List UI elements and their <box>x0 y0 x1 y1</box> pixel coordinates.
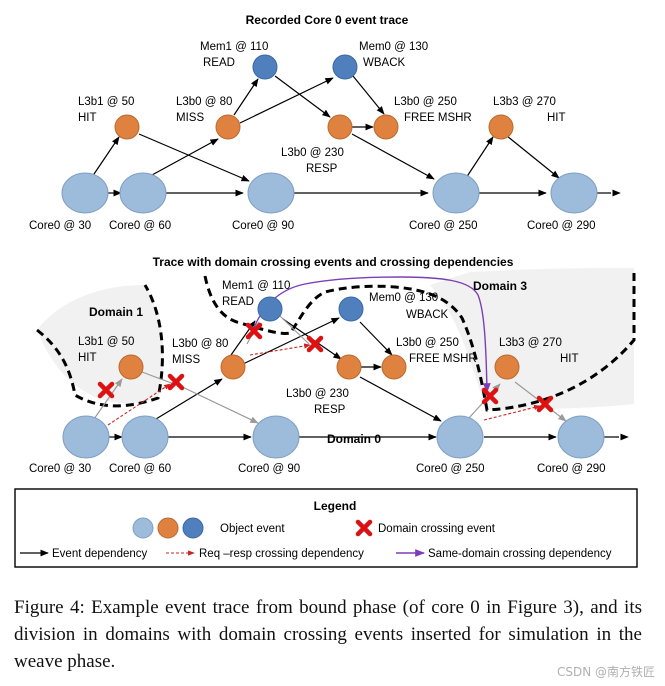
watermark: CSDN @南方铁匠 <box>556 665 655 679</box>
top-panel: Recorded Core 0 event trace <box>29 13 621 232</box>
node-label: RESP <box>306 163 338 175</box>
same-domain-dependency <box>252 276 491 393</box>
core-node <box>557 415 605 459</box>
legend-core-swatch <box>132 517 154 539</box>
node-label: HIT <box>78 352 97 364</box>
node-label: Mem0 @ 130 <box>359 41 428 53</box>
mem-node <box>332 54 358 80</box>
mem-node <box>257 296 283 322</box>
cache-node <box>118 354 144 380</box>
node-label: MISS <box>176 112 204 124</box>
top-edges <box>91 75 621 197</box>
node-label: Core0 @ 90 <box>238 463 300 475</box>
cache-node <box>373 114 399 140</box>
cache-node <box>488 114 514 140</box>
cache-node <box>381 354 407 380</box>
legend-title: Legend <box>314 499 357 513</box>
bottom-edges <box>109 317 629 441</box>
node-label: FREE MSHR <box>404 112 472 124</box>
node-label: Core0 @ 60 <box>109 463 171 475</box>
legend-event-dependency-label: Event dependency <box>52 548 148 560</box>
node-label: Mem0 @ 130 <box>369 292 438 304</box>
domain3-boundary <box>203 270 636 412</box>
node-label: Core0 @ 90 <box>232 220 294 232</box>
core-node <box>247 172 295 214</box>
node-label: RESP <box>314 404 346 416</box>
bottom-nodes <box>62 296 605 459</box>
node-label: FREE MSHR <box>409 353 477 365</box>
legend-same-domain-label: Same-domain crossing dependency <box>428 548 612 560</box>
node-label: L3b0 @ 250 <box>396 337 459 349</box>
node-label: Core0 @ 60 <box>109 220 171 232</box>
node-label: Core0 @ 30 <box>29 220 91 232</box>
legend-cache-swatch <box>157 517 179 539</box>
node-label: L3b0 @ 250 <box>394 96 457 108</box>
legend: Legend Object event Domain crossing even… <box>14 488 638 568</box>
domain0-label: Domain 0 <box>327 432 381 446</box>
node-label: L3b0 @ 80 <box>172 338 228 350</box>
legend-req-resp-label: Req –resp crossing dependency <box>199 548 364 560</box>
node-label: L3b1 @ 50 <box>78 336 134 348</box>
bottom-red-edges <box>107 343 541 426</box>
top-nodes <box>61 54 598 214</box>
node-label: HIT <box>547 112 566 124</box>
cache-node <box>114 114 140 140</box>
node-label: WBACK <box>363 57 406 69</box>
core-node <box>62 415 110 459</box>
top-title: Recorded Core 0 event trace <box>246 13 409 27</box>
node-label: Core0 @ 250 <box>409 220 478 232</box>
node-label: L3b3 @ 270 <box>499 337 562 349</box>
node-label: READ <box>222 296 254 308</box>
node-label: L3b0 @ 230 <box>281 147 344 159</box>
domain-crossing-marker <box>170 376 182 388</box>
node-label: WBACK <box>406 309 449 321</box>
core-node <box>432 172 480 214</box>
legend-object-event-label: Object event <box>220 523 285 535</box>
legend-crossing-label: Domain crossing event <box>378 523 496 535</box>
node-label: HIT <box>560 353 579 365</box>
core-node <box>119 172 167 214</box>
cache-node <box>220 354 246 380</box>
node-label: L3b0 @ 230 <box>286 388 349 400</box>
node-label: Core0 @ 290 <box>527 220 596 232</box>
core-node <box>550 172 598 214</box>
mem-node <box>252 54 278 80</box>
domain1-boundary <box>36 284 164 408</box>
top-labels: Mem1 @ 110 READ Mem0 @ 130 WBACK L3b1 @ … <box>29 41 596 232</box>
core-node <box>436 415 484 459</box>
bottom-panel: Trace with domain crossing events and cr… <box>29 255 636 475</box>
node-label: L3b3 @ 270 <box>493 96 556 108</box>
bottom-title: Trace with domain crossing events and cr… <box>153 255 514 269</box>
event-trace-figure: Recorded Core 0 event trace <box>14 13 638 568</box>
mem-node <box>338 296 364 322</box>
core-node <box>252 415 300 459</box>
domain3-label: Domain 3 <box>473 279 527 293</box>
node-label: Mem1 @ 110 <box>222 280 290 292</box>
cache-node <box>494 354 520 380</box>
bottom-labels: Mem1 @ 110 READ Mem0 @ 130 WBACK L3b1 @ … <box>29 280 606 475</box>
node-label: Core0 @ 290 <box>537 463 606 475</box>
node-label: MISS <box>172 354 200 366</box>
legend-box <box>14 488 638 568</box>
node-label: HIT <box>78 112 97 124</box>
node-label: Core0 @ 250 <box>416 463 485 475</box>
node-label: L3b1 @ 50 <box>78 96 134 108</box>
figure-caption: Figure 4: Example event trace from bound… <box>14 597 642 672</box>
cache-node <box>336 354 362 380</box>
cache-node <box>327 114 353 140</box>
core-node <box>121 415 169 459</box>
core-node <box>61 172 109 214</box>
node-label: Core0 @ 30 <box>29 463 91 475</box>
cache-node <box>215 114 241 140</box>
node-label: L3b0 @ 80 <box>176 96 232 108</box>
legend-mem-swatch <box>182 517 204 539</box>
node-label: Mem1 @ 110 <box>200 41 268 53</box>
domain1-label: Domain 1 <box>89 305 143 319</box>
node-label: READ <box>203 57 235 69</box>
